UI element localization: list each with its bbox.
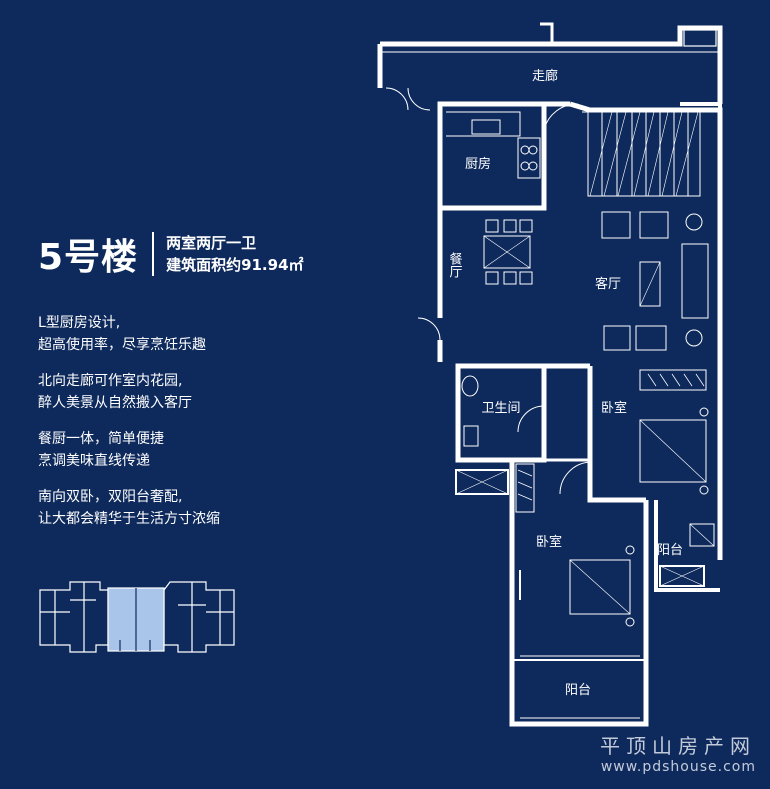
room-label-balcony-east: 阳台 [657,543,683,558]
watermark-url: www.pdshouse.com [600,759,756,775]
feature-line: 超高使用率，尽享烹饪乐趣 [38,337,206,353]
room-label-bedroom-east: 卧室 [601,400,627,416]
feature-item: 北向走廊可作室内花园, 醉人美景从自然搬入客厅 [38,370,220,414]
room-label-bathroom: 卫生间 [481,401,520,416]
watermark-name: 平顶山房产网 [600,734,756,758]
feature-line: 餐厨一体，简单便捷 [38,431,164,447]
building-number: 5号楼 [38,237,139,278]
area-text: 建筑面积约91.94㎡ [166,256,304,274]
room-label-balcony-south: 阳台 [565,683,591,698]
feature-line: 烹调美味直线传递 [38,453,150,469]
feature-line: 醉人美景从自然搬入客厅 [38,395,192,411]
room-label-living: 客厅 [595,276,621,292]
title-block: 5号楼 两室两厅一卫 建筑面积约91.94㎡ [38,228,304,280]
room-label-bedroom-west: 卧室 [536,534,562,550]
feature-line: 南向双卧，双阳台奢配, [38,489,183,505]
room-label-kitchen: 厨房 [465,156,491,172]
feature-item: L型厨房设计, 超高使用率，尽享烹饪乐趣 [38,312,220,356]
feature-line: 让大都会精华于生活方寸浓缩 [38,511,220,527]
layout-type: 两室两厅一卫 [166,234,257,252]
feature-line: L型厨房设计, [38,315,121,331]
title-details: 两室两厅一卫 建筑面积约91.94㎡ [166,232,303,276]
room-label-dining: 餐厅 [447,251,463,278]
watermark: 平顶山房产网 www.pdshouse.com [600,730,756,775]
title-divider [152,232,155,276]
key-plan [39,581,235,653]
feature-item: 南向双卧，双阳台奢配, 让大都会精华于生活方寸浓缩 [38,486,220,530]
feature-line: 北向走廊可作室内花园, [38,373,183,389]
plan-walls [377,22,723,727]
room-label-corridor: 走廊 [532,68,558,84]
feature-list: L型厨房设计, 超高使用率，尽享烹饪乐趣 北向走廊可作室内花园, 醉人美景从自然… [38,312,220,544]
feature-item: 餐厨一体，简单便捷 烹调美味直线传递 [38,428,220,472]
